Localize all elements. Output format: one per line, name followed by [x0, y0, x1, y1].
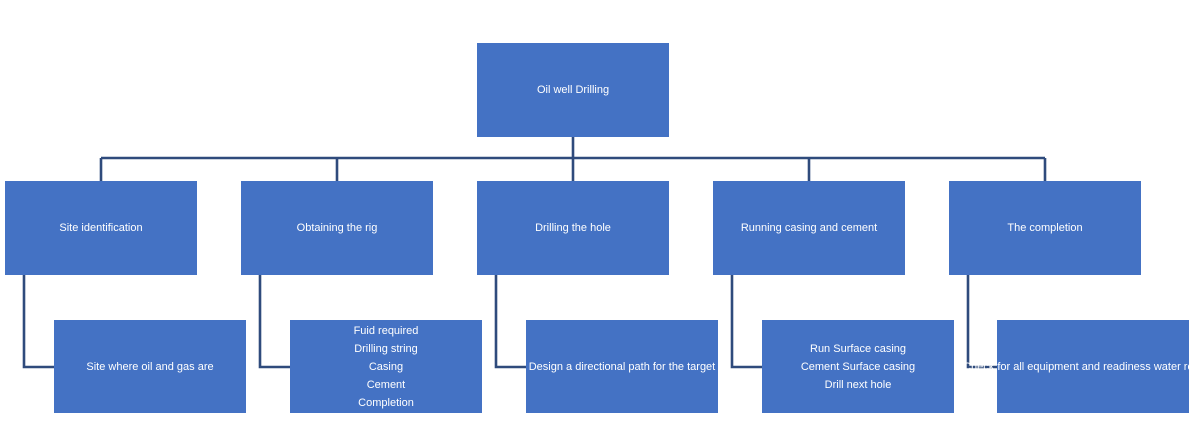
detail-line: Casing	[368, 360, 404, 373]
detail-connector	[730, 275, 762, 369]
branch-node-the-completion: The completion	[949, 181, 1141, 275]
detail-node-the-completion: Check for all equipment and readiness wa…	[963, 320, 1200, 413]
branch-node-label: Running casing and cement	[740, 222, 878, 234]
detail-connector	[22, 275, 54, 369]
detail-connector	[258, 275, 290, 369]
branch-node-obtaining-the-rig: Obtaining the rig	[241, 181, 433, 275]
detail-node-drilling-the-hole: Design a directional path for the target	[526, 320, 718, 413]
detail-connector	[494, 275, 526, 369]
detail-line: Site where oil and gas are	[86, 360, 214, 373]
branch-node-label: Obtaining the rig	[296, 222, 378, 234]
detail-line: Design a directional path for the target	[528, 360, 716, 373]
detail-connector	[966, 275, 997, 369]
branch-node-drilling-the-hole: Drilling the hole	[477, 181, 669, 275]
detail-line: Check for all equipment and readiness wa…	[963, 360, 1200, 373]
detail-line: Drilling string	[354, 342, 418, 355]
detail-line: Run Surface casing	[810, 342, 906, 355]
branch-node-site-identification: Site identification	[5, 181, 197, 275]
branch-node-running-casing-and-cement: Running casing and cement	[713, 181, 905, 275]
detail-line: Cement Surface casing	[800, 360, 916, 373]
detail-line: Cement	[366, 378, 406, 391]
root-node-label: Oil well Drilling	[536, 84, 610, 96]
detail-node-obtaining-the-rig: Fuid required Drilling string Casing Cem…	[290, 320, 482, 413]
detail-node-site-identification: Site where oil and gas are	[54, 320, 246, 413]
detail-node-running-casing-and-cement: Run Surface casing Cement Surface casing…	[762, 320, 954, 413]
root-node: Oil well Drilling	[477, 43, 669, 137]
branch-node-label: Drilling the hole	[535, 222, 611, 234]
detail-line: Completion	[358, 396, 414, 409]
branch-node-label: The completion	[1007, 222, 1083, 234]
detail-line: Fuid required	[353, 324, 419, 337]
branch-node-label: Site identification	[59, 222, 143, 234]
detail-line: Drill next hole	[824, 378, 892, 391]
